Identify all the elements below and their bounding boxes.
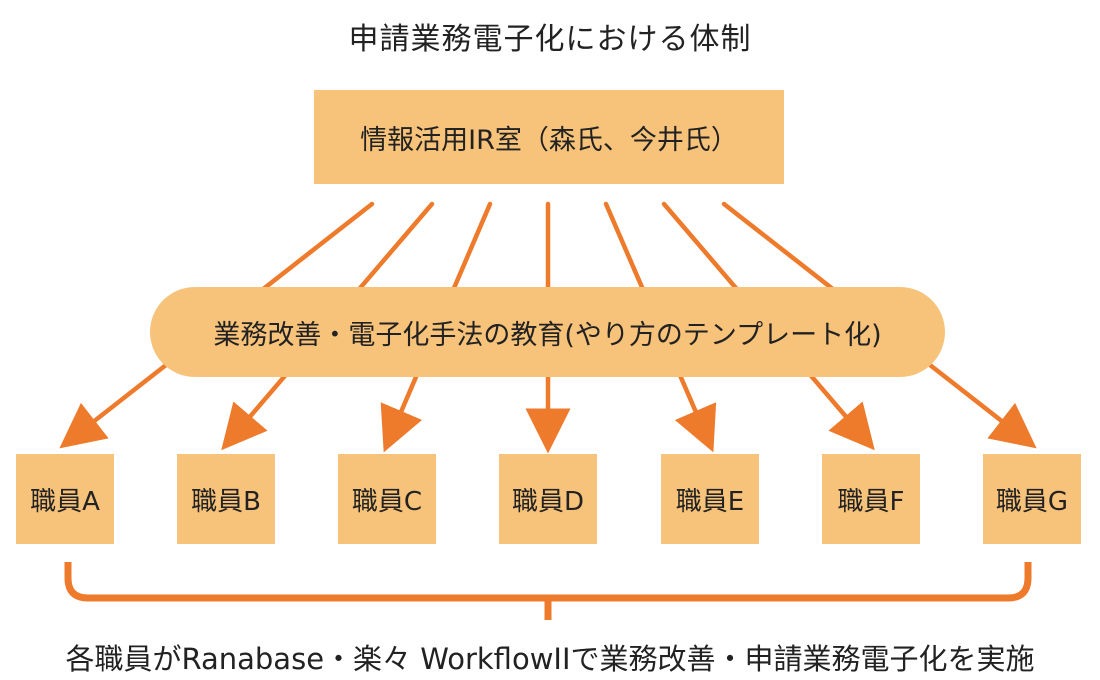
staff-label: 職員F xyxy=(837,486,905,517)
staff-label: 職員G xyxy=(995,486,1069,517)
staff-box-b: 職員B xyxy=(177,454,275,544)
bottom-bracket xyxy=(64,562,1032,602)
staff-box-c: 職員C xyxy=(338,454,436,544)
staff-label: 職員B xyxy=(191,486,261,517)
education-label: 業務改善・電子化手法の教育(やり方のテンプレート化) xyxy=(213,319,882,351)
footer-caption: 各職員がRanabase・楽々 WorkflowIIで業務改善・申請業務電子化を… xyxy=(65,642,1035,676)
staff-box-f: 職員F xyxy=(822,454,920,544)
staff-label: 職員C xyxy=(351,486,423,517)
staff-label: 職員E xyxy=(675,486,745,517)
staff-box-g: 職員G xyxy=(983,454,1081,544)
ir-office-label: 情報活用IR室（森氏、今井氏） xyxy=(360,124,738,156)
ir-office-box: 情報活用IR室（森氏、今井氏） xyxy=(314,90,784,184)
staff-box-e: 職員E xyxy=(661,454,759,544)
staff-box-a: 職員A xyxy=(16,454,114,544)
staff-box-d: 職員D xyxy=(499,454,597,544)
diagram-title: 申請業務電子化における体制 xyxy=(348,22,752,57)
education-pill: 業務改善・電子化手法の教育(やり方のテンプレート化) xyxy=(150,287,945,377)
staff-label: 職員A xyxy=(30,486,100,517)
staff-label: 職員D xyxy=(511,486,585,517)
